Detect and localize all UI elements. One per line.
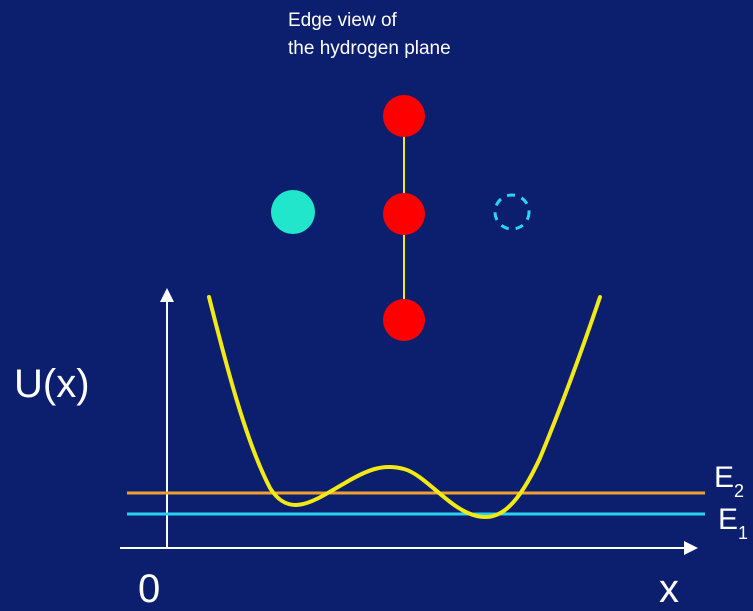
energy-label-e1-base: E [718,503,738,536]
hydrogen-atom-bottom [383,299,425,341]
particle-icon [271,190,315,234]
energy-label-e2-sub: 2 [734,481,744,501]
origin-label: 0 [138,567,160,611]
energy-label-e1: E1 [718,504,748,539]
title-line-1: Edge view of [288,10,397,32]
title-line-2: the hydrogen plane [288,38,451,60]
hydrogen-atom-middle [383,193,425,235]
x-axis-label: x [659,567,679,611]
energy-label-e2: E2 [714,462,744,497]
energy-label-e1-sub: 1 [738,523,748,543]
y-axis-label: U(x) [14,362,90,406]
particle-ghost-icon [495,195,529,229]
energy-label-e2-base: E [714,461,734,494]
hydrogen-atom-top [383,95,425,137]
x-axis-arrow-icon [684,541,698,555]
y-axis-arrow-icon [160,288,174,302]
